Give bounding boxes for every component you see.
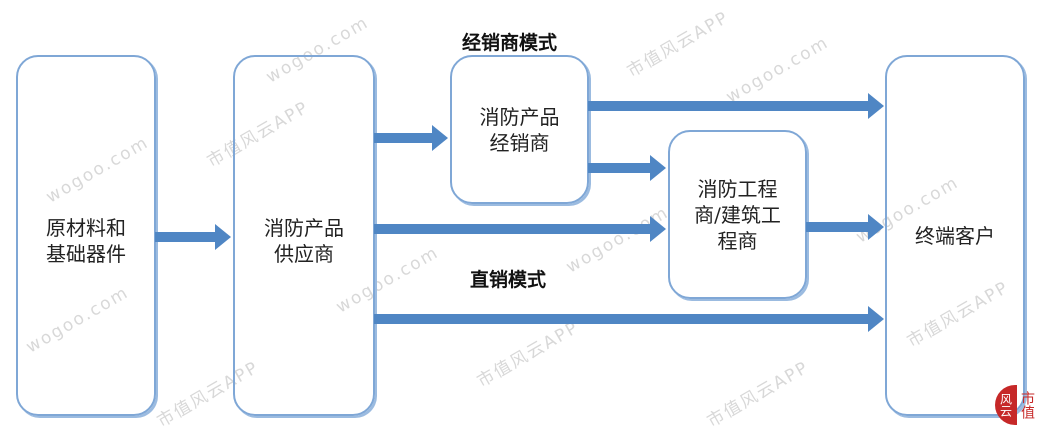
watermark: 市值风云APP	[703, 357, 813, 432]
watermark: 市值风云APP	[473, 317, 583, 392]
node-engineering: 消防工程 商/建筑工 程商	[668, 130, 807, 299]
arrow-supplier-to-engineering	[374, 216, 666, 242]
watermark: wogoo.com	[722, 32, 833, 108]
node-raw-materials: 原材料和 基础器件	[16, 55, 156, 416]
node-distributor: 消防产品 经销商	[450, 55, 589, 204]
node-label: 终端客户	[915, 223, 995, 248]
node-label: 消防产品 供应商	[264, 215, 344, 266]
arrow-distributor-to-engineering	[588, 155, 666, 181]
node-supplier: 消防产品 供应商	[233, 55, 375, 416]
arrow-supplier-to-distributor	[374, 125, 448, 151]
node-label: 原材料和 基础器件	[46, 215, 126, 266]
arrow-distributor-to-customer	[588, 93, 884, 119]
node-label: 消防工程 商/建筑工 程商	[694, 176, 781, 253]
direct-mode-label: 直销模式	[470, 269, 547, 291]
arrow-raw-to-supplier	[155, 224, 231, 250]
brand-logo: 风云 市值	[995, 382, 1035, 428]
distribution-mode-label: 经销商模式	[462, 32, 558, 54]
logo-text: 市值	[1019, 391, 1035, 419]
watermark: 市值风云APP	[623, 7, 733, 82]
arrow-engineering-to-customer	[806, 214, 884, 240]
arrow-supplier-to-customer	[374, 306, 884, 332]
node-end-customer: 终端客户	[885, 55, 1025, 416]
node-label: 消防产品 经销商	[479, 104, 560, 155]
logo-circle: 风云	[995, 385, 1017, 425]
